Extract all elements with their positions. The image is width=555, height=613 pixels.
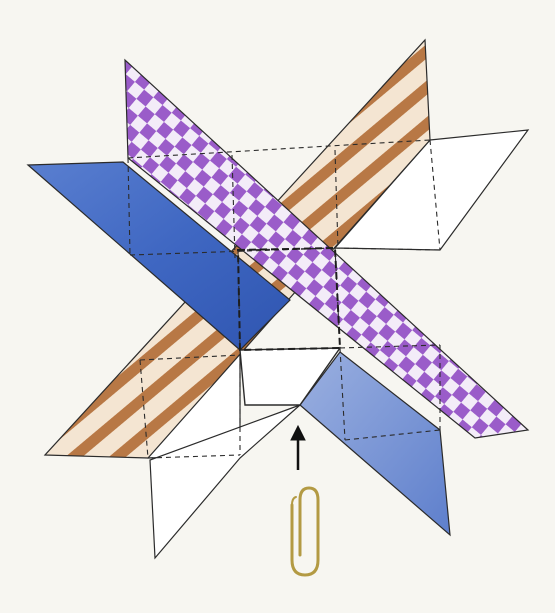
geometric-diagram — [0, 0, 555, 613]
diagram-canvas — [0, 0, 555, 613]
